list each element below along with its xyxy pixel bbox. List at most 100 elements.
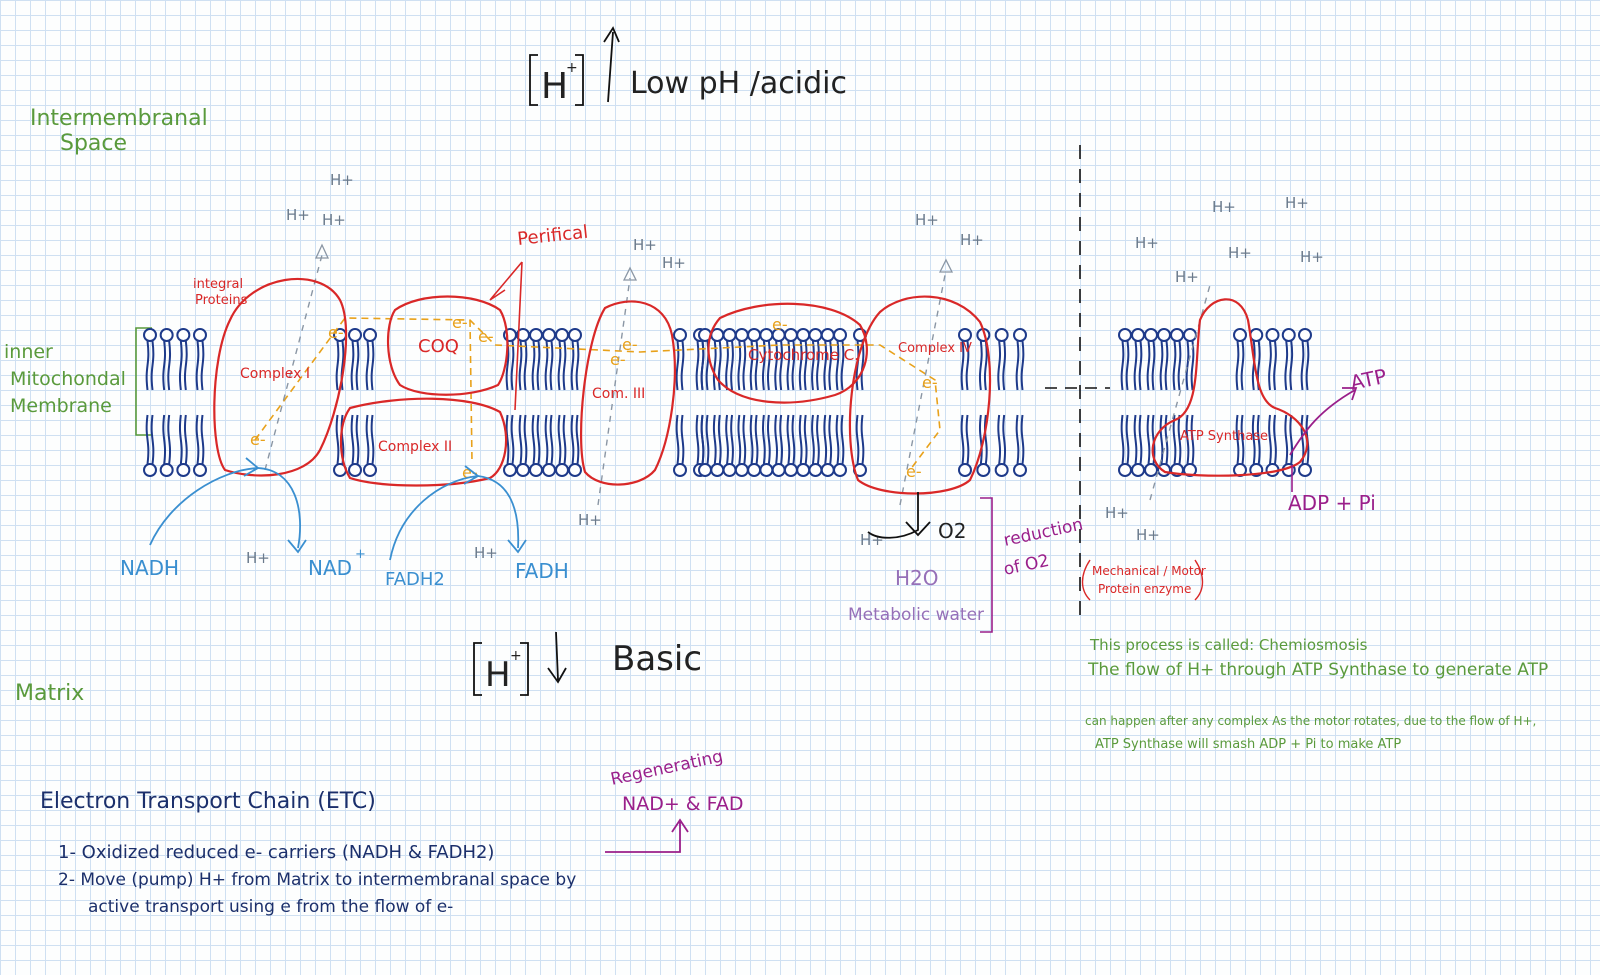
phospholipid-tail bbox=[150, 340, 155, 391]
integral-proteins-label-line1: integral bbox=[193, 277, 243, 292]
phospholipid-tail bbox=[505, 414, 510, 465]
phospholipid-tail bbox=[178, 414, 183, 465]
phospholipid-tail bbox=[754, 414, 759, 465]
phospholipid-tail bbox=[695, 414, 700, 465]
phospholipid-tail bbox=[786, 414, 791, 465]
adp-pi-label: ADP + Pi bbox=[1288, 491, 1376, 515]
phospholipid-tail bbox=[1020, 340, 1025, 391]
phospholipid-tail bbox=[183, 414, 188, 465]
phospholipid-tail bbox=[1284, 414, 1289, 465]
inner-membrane-label-line3: Membrane bbox=[10, 395, 112, 417]
phospholipid-tail bbox=[195, 414, 200, 465]
phospholipid-head bbox=[1013, 328, 1027, 342]
reduction-label-line1: reduction bbox=[1002, 515, 1085, 551]
phospholipid-tail bbox=[737, 340, 742, 391]
atp-synthase-shape bbox=[1151, 298, 1309, 477]
phospholipid-head bbox=[722, 328, 737, 342]
phospholipid-tail bbox=[803, 414, 808, 465]
phospholipid-tail bbox=[335, 414, 340, 465]
phospholipid-tail bbox=[1172, 340, 1177, 391]
phospholipid-head bbox=[994, 328, 1009, 342]
phospholipid-tail bbox=[544, 340, 549, 391]
phospholipid-head bbox=[1144, 328, 1158, 342]
phospholipid-head bbox=[348, 328, 362, 342]
mechanical-label-line2: Protein enzyme bbox=[1098, 582, 1191, 596]
phospholipid-head bbox=[1170, 328, 1184, 342]
phospholipid-tail bbox=[965, 414, 970, 465]
phospholipid-tail bbox=[767, 414, 771, 465]
proton-h-plus: H+ bbox=[860, 531, 884, 549]
etc-point-3: active transport using e from the flow o… bbox=[88, 897, 453, 917]
etc-title: Electron Transport Chain (ETC) bbox=[40, 789, 376, 814]
phospholipid-tail bbox=[798, 414, 803, 465]
phospholipid-tail bbox=[531, 414, 536, 465]
proton-h-plus: H+ bbox=[1212, 198, 1236, 216]
phospholipid-tail bbox=[1159, 414, 1164, 465]
phospholipid-head bbox=[833, 463, 847, 477]
proton-path-complex4 bbox=[899, 269, 947, 506]
phospholipid-head bbox=[673, 463, 687, 477]
matrix-label: Matrix bbox=[15, 681, 84, 706]
phospholipid-tail bbox=[1273, 414, 1277, 465]
proton-h-plus: H+ bbox=[1228, 244, 1252, 262]
complex-3-shape bbox=[579, 300, 676, 486]
phospholipid-head bbox=[771, 463, 786, 477]
phospholipid-tail bbox=[1125, 414, 1130, 465]
phospholipid-tail bbox=[840, 340, 845, 391]
regen-label-line2: NAD+ & FAD bbox=[622, 793, 743, 815]
phospholipid-tail bbox=[960, 414, 965, 465]
phospholipid-tail bbox=[1185, 340, 1190, 391]
phospholipid-head bbox=[1157, 463, 1171, 477]
inner-membrane-label-line1: inner bbox=[4, 341, 53, 363]
phospholipid-head bbox=[143, 463, 157, 477]
phospholipid-tail bbox=[1256, 414, 1261, 465]
phospholipid-tail bbox=[983, 340, 988, 391]
phospholipid-tail bbox=[1268, 414, 1272, 465]
nadh-label: NADH bbox=[120, 556, 179, 580]
phospholipid-tail bbox=[335, 340, 340, 391]
bottom-proton-header: H + Basic bbox=[473, 631, 702, 696]
phospholipid-tail bbox=[1015, 414, 1020, 465]
integral-proteins-label-line2: Proteins bbox=[195, 293, 248, 308]
phospholipid-tail bbox=[518, 414, 523, 465]
phospholipid-tail bbox=[712, 414, 717, 465]
coq-shape bbox=[387, 295, 509, 396]
phospholipid-tail bbox=[680, 340, 685, 391]
phospholipid-tail bbox=[774, 340, 778, 391]
phospholipid-tail bbox=[1305, 340, 1310, 391]
phospholipid-tail bbox=[803, 340, 808, 391]
phospholipid-tail bbox=[1164, 340, 1169, 391]
phospholipid-tail bbox=[1240, 414, 1245, 465]
phospholipid-tail bbox=[1177, 414, 1182, 465]
phospholipid-tail bbox=[960, 340, 965, 391]
phospholipid-tail bbox=[742, 340, 747, 391]
phospholipid-tail bbox=[762, 414, 766, 465]
phospholipid-tail bbox=[536, 340, 541, 391]
phospholipid-tail bbox=[725, 340, 729, 391]
phospholipid-tail bbox=[145, 340, 150, 391]
proton-h-plus: H+ bbox=[286, 206, 310, 224]
atp-label: ATP bbox=[1348, 364, 1389, 395]
phospholipid-tail bbox=[162, 414, 167, 465]
phospholipid-head bbox=[783, 463, 798, 477]
phospholipid-tail bbox=[200, 340, 205, 391]
phospholipid-tail bbox=[365, 340, 370, 391]
phospholipid-head bbox=[958, 463, 972, 477]
chemiosmosis-line4: ATP Synthase will smash ADP + Pi to make… bbox=[1095, 737, 1401, 752]
phospholipid-tail bbox=[575, 414, 580, 465]
electron-marker: e- bbox=[622, 335, 638, 354]
top-h-symbol: H bbox=[541, 66, 568, 107]
phospholipid-tail bbox=[531, 340, 536, 391]
phospholipid-tail bbox=[1146, 340, 1151, 391]
down-arrow-icon bbox=[547, 631, 567, 684]
phospholipid-head bbox=[143, 328, 157, 342]
phospholipid-tail bbox=[1289, 340, 1294, 391]
fadh-arrow bbox=[477, 475, 527, 554]
top-h-plus: + bbox=[566, 60, 578, 76]
phospholipid-tail bbox=[1125, 340, 1130, 391]
etc-point-2: 2- Move (pump) H+ from Matrix to interme… bbox=[58, 870, 576, 890]
phospholipid-tail bbox=[570, 414, 575, 465]
bottom-h-symbol: H bbox=[485, 655, 511, 695]
phospholipid-tail bbox=[860, 340, 865, 391]
